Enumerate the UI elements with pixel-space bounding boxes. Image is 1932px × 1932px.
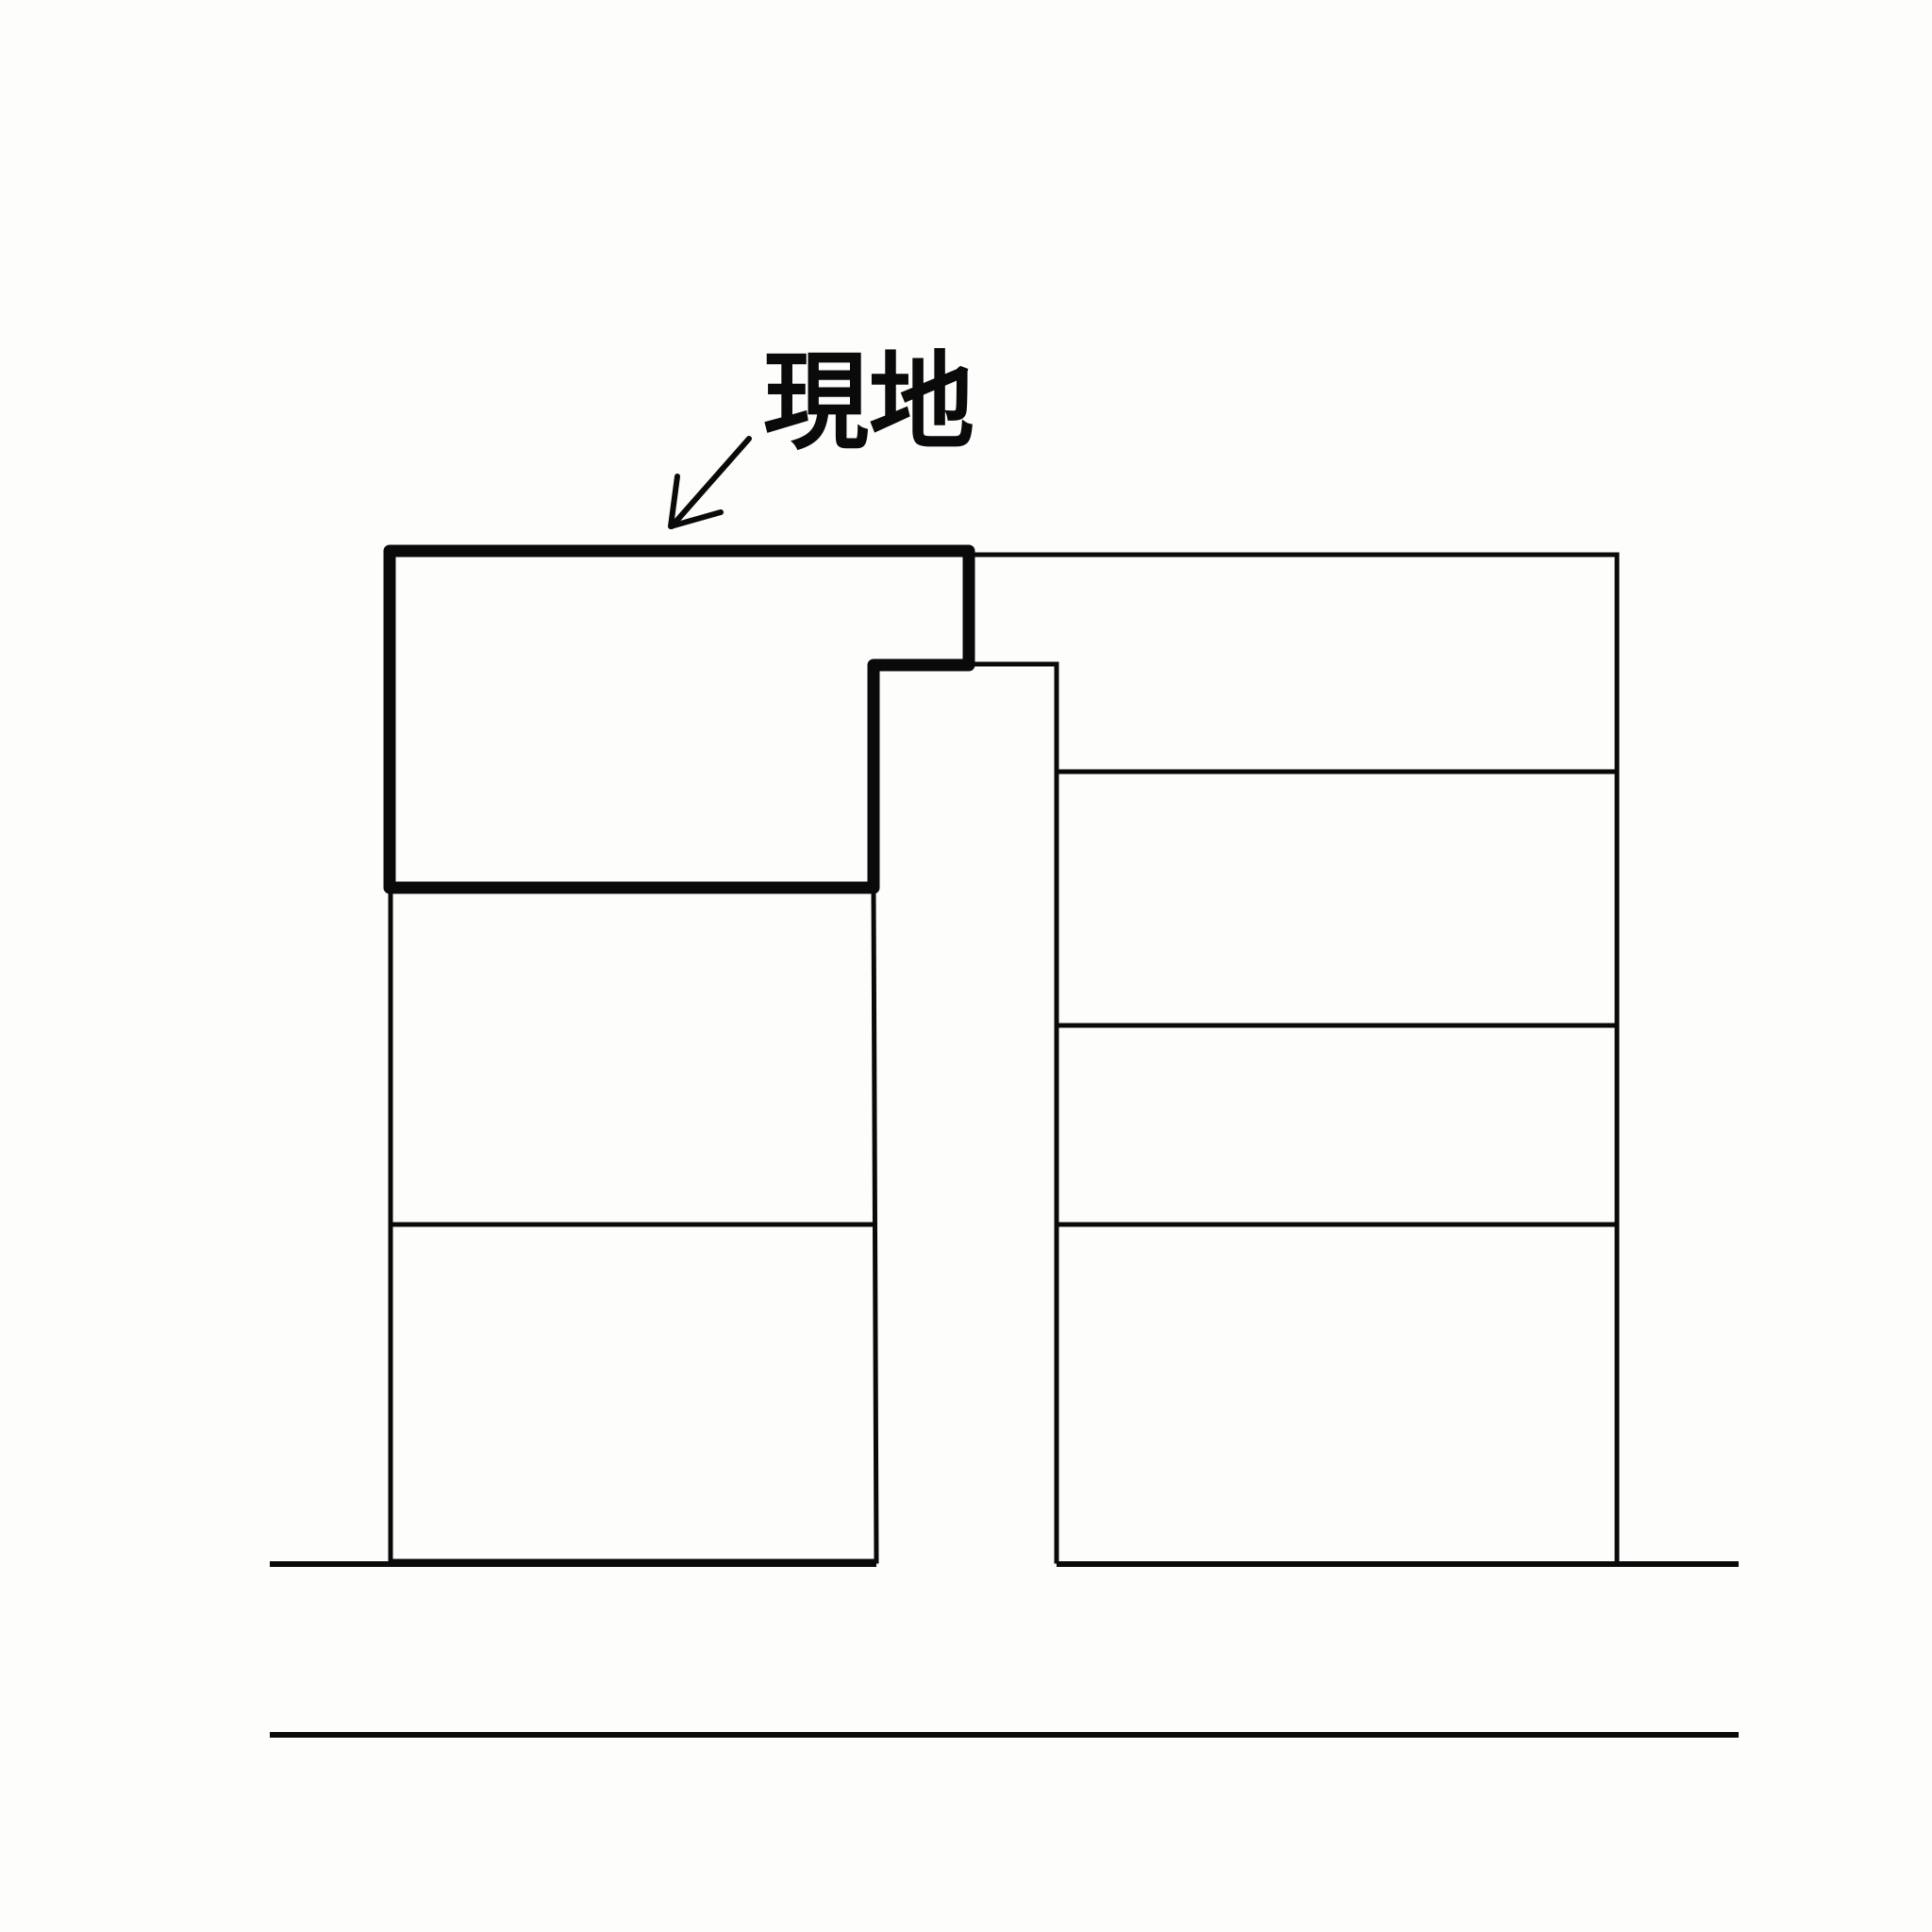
roads <box>270 1561 1739 1738</box>
right-lot-top-outline <box>966 552 1620 1564</box>
right-lot-step <box>966 661 1059 1564</box>
left-block-parcels <box>388 888 879 1564</box>
right-block-parcels <box>966 552 1620 1564</box>
pointer-arrow-icon <box>668 436 752 529</box>
site-parcel-outline <box>383 544 975 894</box>
site-label: 現地 <box>763 341 974 464</box>
